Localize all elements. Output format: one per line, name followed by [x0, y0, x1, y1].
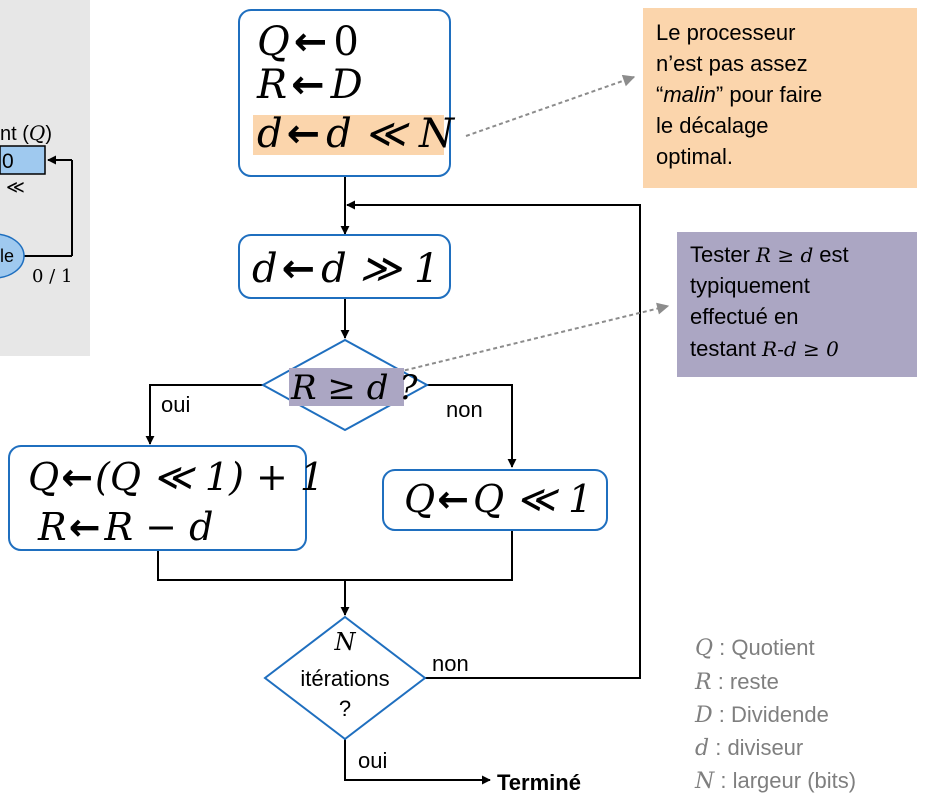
left-panel-edge-label: 0 / 1: [32, 266, 72, 287]
init-line-d: d←d ≪ N: [257, 111, 456, 157]
test-note-pointer: [397, 302, 670, 373]
loop-diamond-shape: [263, 615, 427, 741]
init-line-r: R←D: [256, 62, 363, 108]
test-note-line-2: typiquement: [690, 273, 810, 298]
quotient-register: [0, 145, 46, 175]
connector-test-no: [425, 384, 517, 468]
legend: Q : Quotient R : reste D : Dividende d :…: [694, 635, 856, 794]
left-panel: nt (Q) 0 ≪ le 0 / 1: [0, 0, 90, 356]
left-panel-background: [0, 0, 90, 356]
legend-entry-r: R : reste: [694, 669, 779, 695]
processor-note-line-5: optimal.: [656, 144, 733, 169]
connector-loop-yes: [344, 738, 491, 785]
test-condition-text: R ≥ d ?: [290, 368, 418, 408]
left-panel-node: [0, 233, 25, 279]
yes-box: Q←(Q ≪ 1) + 1 R←R − d: [8, 445, 324, 551]
left-panel-node-label: le: [0, 246, 14, 266]
test-note-background: [677, 232, 917, 377]
end-label: Terminé: [497, 770, 581, 795]
connector-merge-left: [157, 530, 513, 581]
loop-no-label: non: [432, 651, 469, 676]
register-shift-symbol: ≪: [6, 177, 25, 198]
no-box: Q←Q ≪ 1: [382, 469, 608, 531]
init-box: Q←0 R←D d←d ≪ N: [238, 9, 456, 177]
processor-note-background: [643, 8, 917, 188]
connector-test-yes: [145, 384, 265, 445]
processor-note-line-2: n’est pas assez: [656, 51, 808, 76]
legend-entry-n: N : largeur (bits): [694, 768, 856, 794]
loop-back-connector: [346, 200, 641, 679]
processor-note: Le processeur n’est pas assez “malin” po…: [643, 8, 917, 188]
loop-line-n: N: [334, 628, 357, 656]
no-box-frame: [382, 469, 608, 531]
legend-entry-d-upper: D : Dividende: [694, 702, 829, 728]
yes-line-q: Q←(Q ≪ 1) + 1: [28, 455, 324, 499]
test-yes-label: oui: [161, 392, 190, 417]
processor-note-line-1: Le processeur: [656, 20, 795, 45]
shift-box-frame: [238, 234, 451, 299]
init-line-q: Q←0: [257, 19, 359, 65]
no-step-text: Q←Q ≪ 1: [404, 477, 592, 521]
loop-line-question: ?: [339, 696, 351, 721]
yes-box-frame: [8, 445, 307, 551]
shift-box: d←d ≫ 1: [238, 234, 451, 299]
init-highlight: [253, 115, 444, 155]
loop-diamond: N itérations ?: [263, 615, 427, 741]
legend-entry-d-lower: d : diviseur: [695, 735, 803, 761]
flow-connectors: [145, 176, 641, 785]
test-diamond: R ≥ d ?: [260, 338, 430, 432]
processor-note-pointer: [465, 74, 636, 137]
quotient-register-value: 0: [2, 150, 14, 173]
processor-note-line-3: “malin” pour faire: [656, 82, 822, 107]
shift-step-text: d←d ≫ 1: [252, 246, 439, 292]
yes-line-r: R←R − d: [37, 505, 213, 549]
legend-entry-q: Q : Quotient: [695, 635, 815, 661]
test-highlight: [289, 368, 404, 406]
loop-yes-label: oui: [358, 748, 387, 773]
processor-note-line-4: le décalage: [656, 113, 769, 138]
test-no-label: non: [446, 397, 483, 422]
quotient-label: nt (Q): [0, 121, 52, 145]
test-note-line-3: effectué en: [690, 304, 798, 329]
loop-line-iterations: itérations: [300, 666, 389, 691]
